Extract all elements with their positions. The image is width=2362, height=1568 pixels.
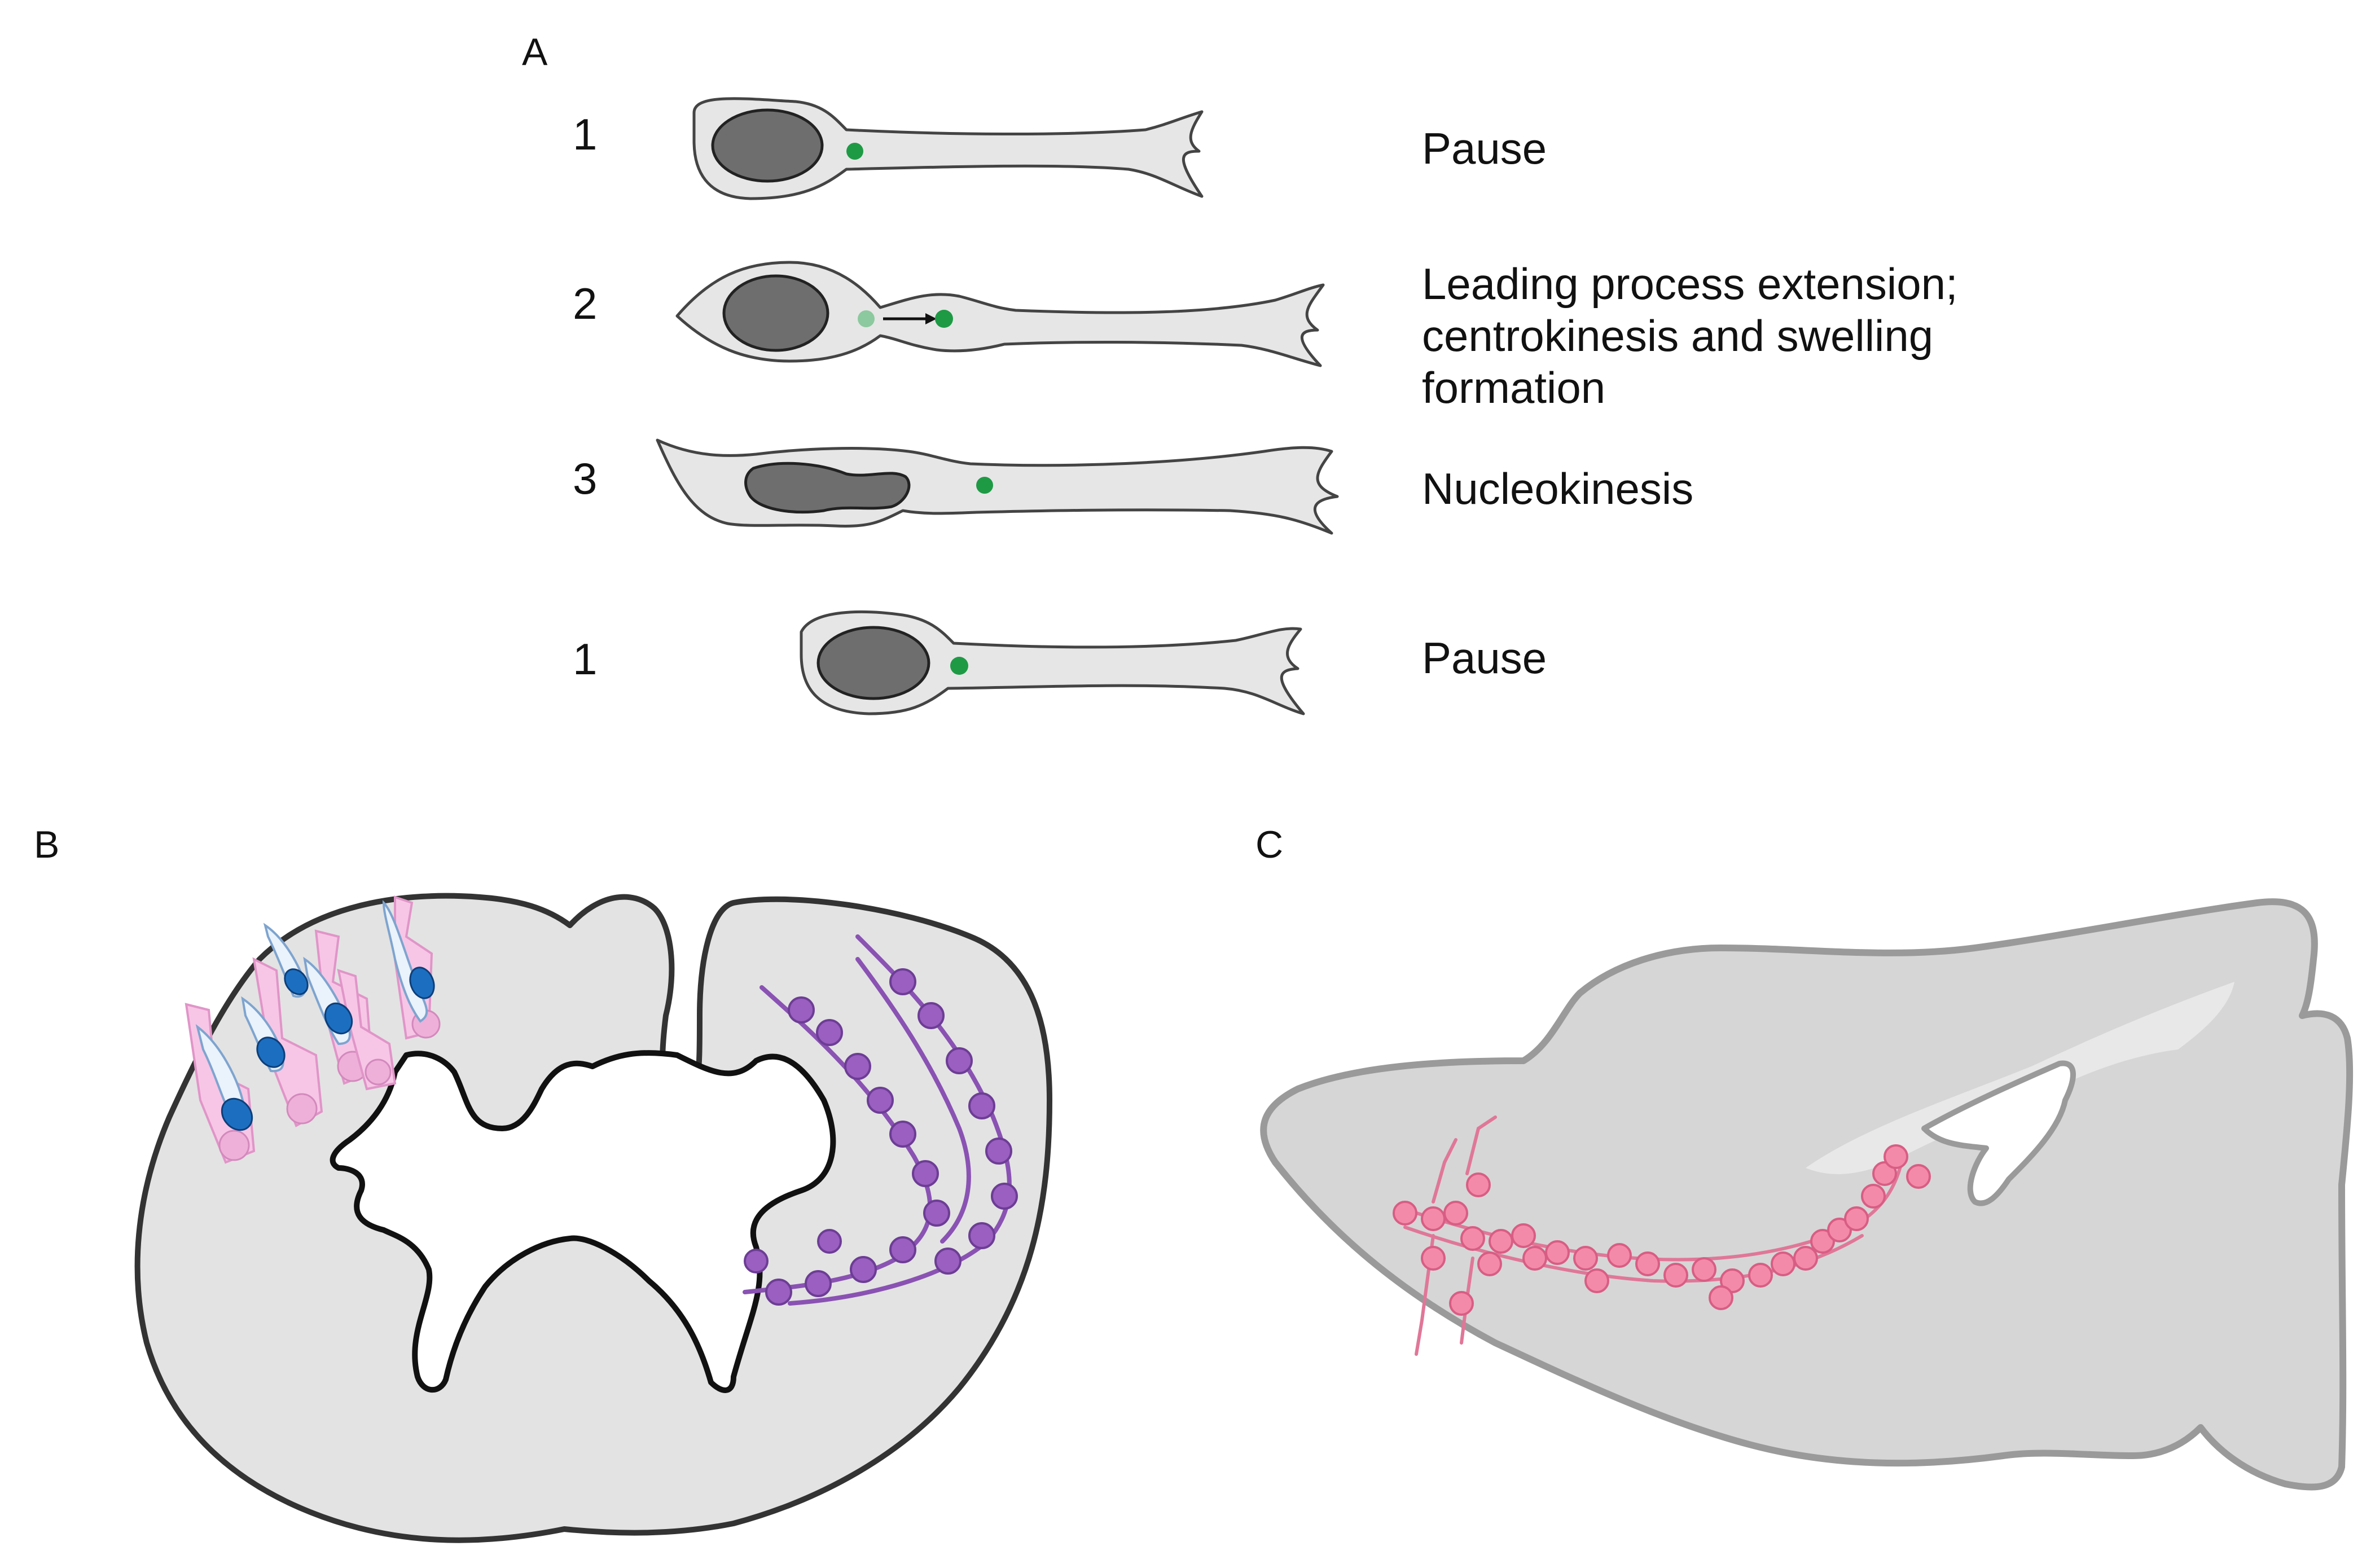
panel-c: C bbox=[1255, 823, 2354, 1491]
nucleus bbox=[744, 462, 911, 514]
svg-text:Leading process extension;: Leading process extension; bbox=[1422, 259, 1958, 309]
rms-neurons bbox=[1393, 1144, 1931, 1316]
centrosome bbox=[846, 143, 863, 160]
migrating-neuron-swelling bbox=[675, 261, 1325, 367]
centrosome bbox=[976, 477, 993, 494]
panel-b: B bbox=[34, 823, 1052, 1543]
radial-glia-cell bbox=[337, 969, 397, 1091]
grey-matter-butterfly bbox=[330, 1050, 836, 1393]
panel-c-label: C bbox=[1255, 823, 1283, 866]
migrating-neuron-blue bbox=[303, 956, 353, 1046]
nucleus bbox=[816, 626, 930, 700]
brain-outline bbox=[1260, 898, 2354, 1491]
panel-a: A 1 Pause 2 Lea bbox=[522, 30, 1958, 715]
step-row-2: 2 Leading process extension; centrokines… bbox=[573, 259, 1958, 412]
migrating-neuron-blue bbox=[382, 900, 435, 1023]
migrating-neuron-pause-2 bbox=[800, 610, 1305, 715]
panel-b-label: B bbox=[34, 823, 59, 866]
svg-text:centrokinesis and swelling: centrokinesis and swelling bbox=[1422, 311, 1933, 361]
radial-glia-cell bbox=[252, 957, 323, 1127]
step-row-3: 3 Nucleokinesis bbox=[573, 438, 1693, 535]
purple-neurons bbox=[744, 968, 1018, 1306]
purple-chain-inner bbox=[855, 957, 971, 1244]
step-label: Nucleokinesis bbox=[1422, 464, 1693, 513]
panel-a-label: A bbox=[522, 30, 548, 73]
svg-text:formation: formation bbox=[1422, 363, 1605, 412]
migrating-neuron-blue bbox=[263, 923, 309, 998]
step-row-4: 1 Pause bbox=[573, 610, 1547, 715]
migrating-neuron-pause bbox=[692, 97, 1204, 200]
centrosome bbox=[935, 310, 953, 328]
rostral-migratory-stream bbox=[1393, 1115, 1931, 1356]
brain-highlight bbox=[1806, 982, 2234, 1174]
step-row-1: 1 Pause bbox=[573, 97, 1547, 200]
sagittal-brain bbox=[1260, 898, 2354, 1491]
step-label: Pause bbox=[1422, 124, 1547, 173]
lateral-ventricle bbox=[1921, 1060, 2076, 1206]
radial-migration-cells bbox=[185, 895, 441, 1164]
tangential-migration-cells bbox=[743, 934, 1018, 1306]
step-label: Pause bbox=[1422, 633, 1547, 683]
centrosome bbox=[950, 657, 968, 675]
migrating-neuron-nucleokinesis bbox=[656, 438, 1339, 535]
step-number: 1 bbox=[573, 109, 597, 159]
step-number: 1 bbox=[573, 634, 597, 684]
step-number: 3 bbox=[573, 454, 597, 503]
centrosome-previous bbox=[858, 310, 875, 327]
migrating-neuron-blue bbox=[195, 1024, 253, 1131]
nucleus bbox=[711, 108, 824, 183]
step-label: Leading process extension; centrokinesis… bbox=[1422, 259, 1958, 412]
step-number: 2 bbox=[573, 279, 597, 328]
migrating-neuron-blue bbox=[241, 996, 286, 1073]
svg-text:Pause: Pause bbox=[1422, 633, 1547, 683]
nucleus bbox=[722, 274, 829, 352]
svg-text:Nucleokinesis: Nucleokinesis bbox=[1422, 464, 1693, 513]
svg-text:Pause: Pause bbox=[1422, 124, 1547, 173]
